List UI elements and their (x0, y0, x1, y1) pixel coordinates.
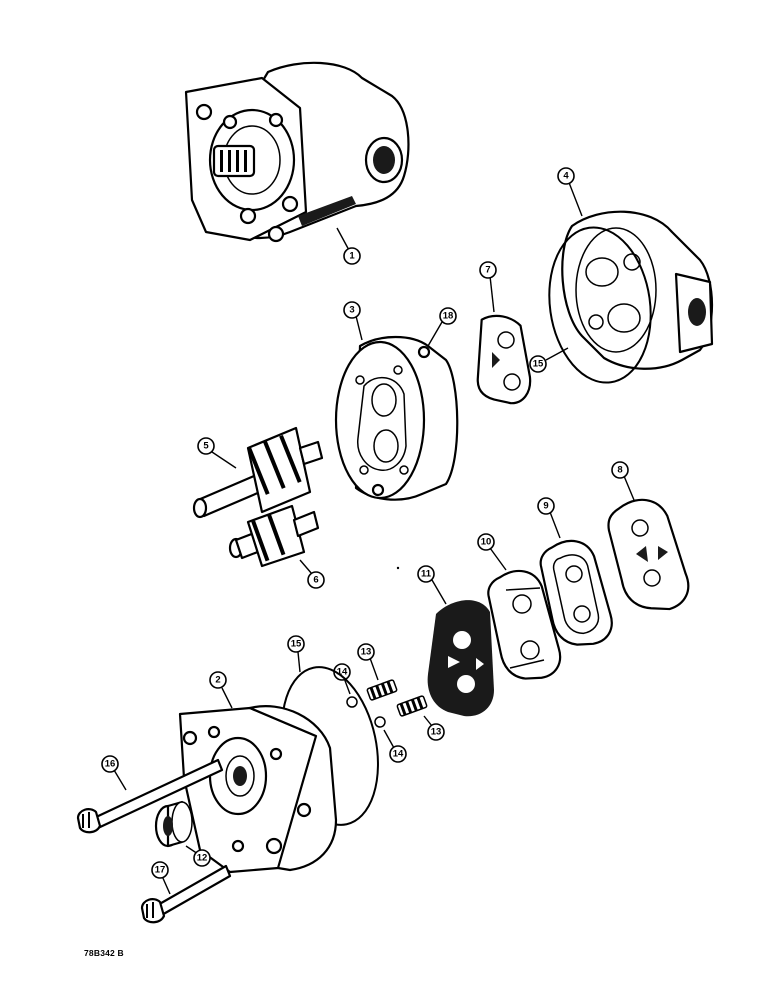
callout-14-bottom: 14 (389, 745, 407, 763)
svg-text:17: 17 (155, 865, 166, 876)
svg-text:3: 3 (349, 305, 354, 316)
callout-8: 8 (611, 461, 629, 479)
svg-text:4: 4 (563, 171, 569, 182)
bolt-17 (140, 864, 232, 924)
svg-text:15: 15 (291, 639, 302, 650)
gear-body (334, 336, 459, 501)
svg-text:2: 2 (215, 675, 220, 686)
svg-text:16: 16 (105, 759, 116, 770)
callout-12: 12 (193, 849, 211, 867)
driven-gear (228, 504, 320, 568)
svg-text:13: 13 (361, 647, 372, 658)
svg-text:12: 12 (197, 853, 208, 864)
svg-text:15: 15 (533, 359, 544, 370)
svg-text:14: 14 (393, 749, 404, 760)
seal-11 (427, 600, 494, 717)
callout-9: 9 (537, 497, 555, 515)
callout-4: 4 (557, 167, 575, 185)
callout-6: 6 (307, 571, 325, 589)
gasket-8 (607, 498, 690, 611)
backup-plate-9 (539, 539, 613, 646)
front-housing (178, 705, 338, 874)
svg-text:10: 10 (481, 537, 492, 548)
callout-17: 17 (151, 861, 169, 879)
svg-text:1: 1 (349, 251, 355, 262)
callout-1: 1 (343, 247, 361, 265)
callout-13-bottom: 13 (427, 723, 445, 741)
svg-text:9: 9 (543, 501, 548, 512)
gasket-7 (476, 314, 532, 405)
svg-text:13: 13 (431, 727, 442, 738)
svg-text:6: 6 (313, 575, 318, 586)
bolt-16 (76, 758, 224, 834)
figure-reference-code: 78B342 B (84, 948, 124, 958)
callout-3: 3 (343, 301, 361, 319)
callout-15-bottom: 15 (287, 635, 305, 653)
svg-text:14: 14 (337, 667, 348, 678)
drive-gear-shaft (192, 426, 324, 519)
svg-text:11: 11 (421, 569, 432, 580)
callout-18: 18 (439, 307, 457, 325)
shaft-seal-12 (154, 800, 193, 848)
svg-text:7: 7 (485, 265, 490, 276)
seal-plate-10 (487, 569, 562, 680)
callout-5: 5 (197, 437, 215, 455)
svg-text:18: 18 (443, 311, 454, 322)
balls-14 (346, 696, 386, 728)
springs-13 (366, 679, 428, 717)
callout-11: 11 (417, 565, 435, 583)
callout-16: 16 (101, 755, 119, 773)
rear-cover (548, 210, 714, 384)
callout-10: 10 (477, 533, 495, 551)
callout-14-top: 14 (333, 663, 351, 681)
callout-13-top: 13 (357, 643, 375, 661)
svg-text:5: 5 (203, 441, 209, 452)
svg-text:8: 8 (617, 465, 622, 476)
callout-2: 2 (209, 671, 227, 689)
callout-15-top: 15 (529, 355, 547, 373)
assembled-pump (184, 61, 410, 243)
callout-7: 7 (479, 261, 497, 279)
